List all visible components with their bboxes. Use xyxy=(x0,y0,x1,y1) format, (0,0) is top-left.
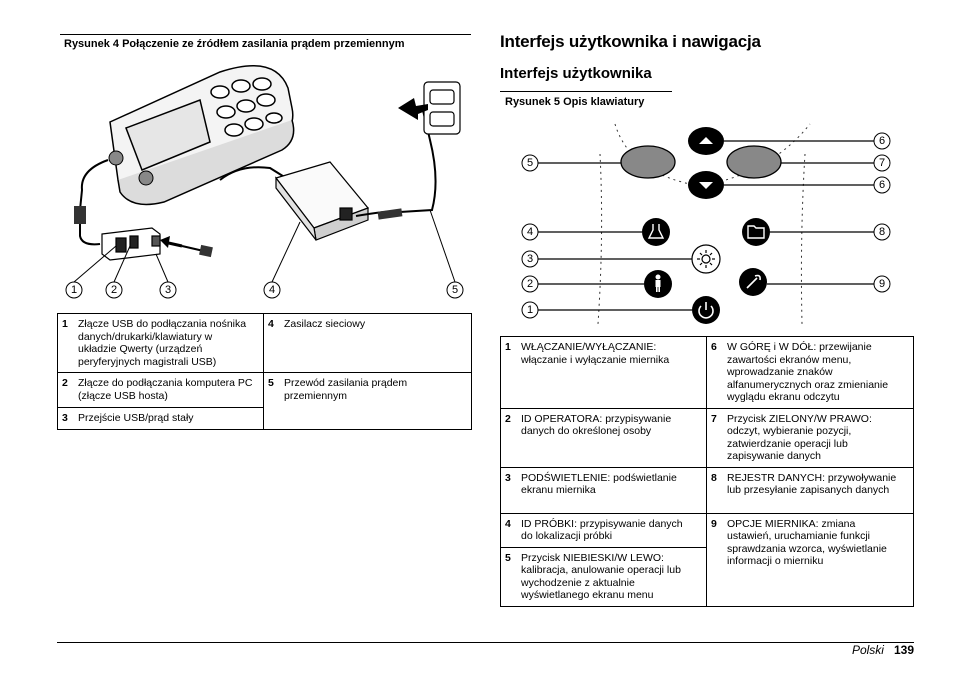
callout-2: 2 xyxy=(111,284,117,296)
callout-1: 1 xyxy=(527,304,533,316)
sample-id-key xyxy=(642,218,670,246)
callout-8: 8 xyxy=(879,226,885,238)
callout-5: 5 xyxy=(452,284,458,296)
page-number: 139 xyxy=(893,643,914,657)
person-icon xyxy=(655,274,661,292)
callout-9: 9 xyxy=(879,278,885,290)
wall-outlet xyxy=(423,81,461,135)
folder-icon xyxy=(747,225,765,239)
section-title: Interfejs użytkownika i nawigacja xyxy=(500,32,761,51)
down-arrow-icon xyxy=(699,182,713,189)
figure-4-top-rule xyxy=(60,34,471,35)
callout-3: 3 xyxy=(165,284,171,296)
footer-rule xyxy=(57,642,914,643)
figure-5-keypad: 5 4 3 2 1 6 7 6 8 9 xyxy=(521,123,891,325)
callout-4: 4 xyxy=(527,226,533,238)
green-right-key xyxy=(726,145,782,179)
data-log-key xyxy=(742,218,770,246)
power-icon xyxy=(698,302,714,319)
footer-language: Polski xyxy=(851,643,884,657)
callout-6-down: 6 xyxy=(879,179,885,191)
callout-2: 2 xyxy=(527,278,533,290)
up-arrow-icon xyxy=(699,137,713,144)
figure-4-title: Rysunek 4 Połączenie ze źródłem zasilani… xyxy=(64,38,405,50)
wrench-icon xyxy=(746,274,761,289)
figure-4-illustration: 1 2 3 4 5 xyxy=(60,60,472,306)
figure-5-top-rule xyxy=(500,91,672,92)
footer: Polski 139 xyxy=(852,643,914,657)
subsection-title: Interfejs użytkownika xyxy=(500,65,652,82)
figure-5-title: Rysunek 5 Opis klawiatury xyxy=(505,96,645,108)
callout-5: 5 xyxy=(527,157,533,169)
callout-6-up: 6 xyxy=(879,135,885,147)
flask-icon xyxy=(647,224,665,239)
power-adapter xyxy=(274,161,370,241)
callout-4: 4 xyxy=(269,284,275,296)
sun-icon xyxy=(697,250,715,268)
backlight-key xyxy=(691,244,721,274)
usb-dc-adapter xyxy=(101,227,161,261)
blue-left-key xyxy=(620,145,676,179)
callout-7: 7 xyxy=(879,157,885,169)
callout-3: 3 xyxy=(527,253,533,265)
meter-device xyxy=(109,65,295,206)
callout-1: 1 xyxy=(71,284,77,296)
